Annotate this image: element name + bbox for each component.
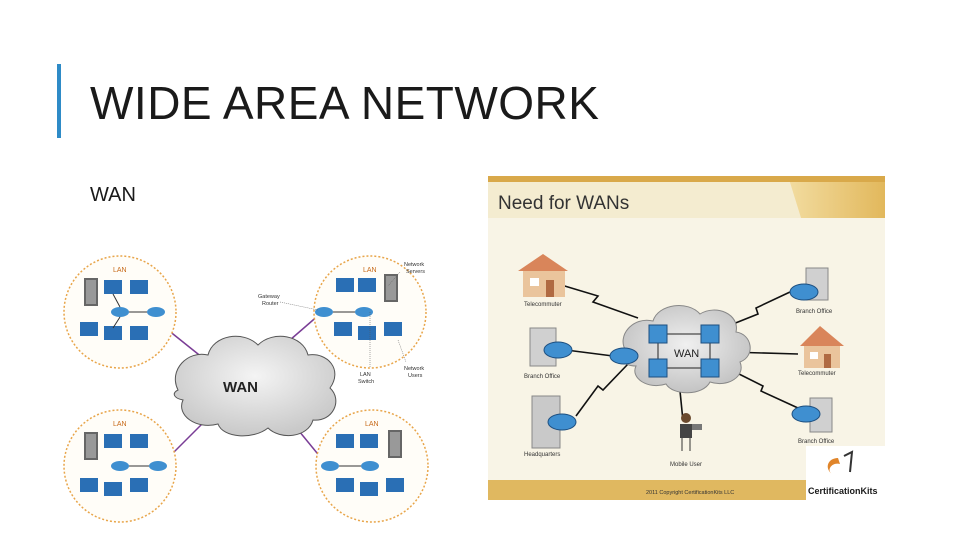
lan-switch-label-1: LAN	[360, 372, 371, 378]
gateway-router-label-2: Router	[262, 301, 279, 307]
network-servers-label-1: Network	[404, 262, 424, 268]
lan-group-top-left: LAN	[63, 255, 177, 369]
title-accent-bar	[57, 64, 61, 138]
wan-switch-icon	[700, 358, 720, 378]
footer-bar	[488, 480, 885, 500]
house-icon	[518, 254, 568, 297]
wan-cloud-label: WAN	[674, 348, 699, 360]
wan-switch-icon	[648, 358, 668, 378]
wan-switch-icon	[648, 324, 668, 344]
lan-group-bottom-left: LAN	[63, 409, 177, 523]
lan-wan-diagram: WAN LAN LAN LAN LAN	[63, 255, 429, 523]
certificationkits-logo: CertificationKits	[806, 446, 885, 500]
network-servers-label-2: Servers	[406, 269, 425, 275]
copyright-text: 2011 Copyright CertificationKits LLC	[646, 490, 734, 496]
slide-title: WIDE AREA NETWORK	[90, 77, 600, 129]
logo-text: CertificationKits	[808, 486, 878, 496]
wan-cloud-label: WAN	[223, 379, 258, 396]
telecommuter-left-label: Telecommuter	[524, 302, 562, 308]
wan-connections	[547, 280, 799, 422]
branch-office-left-label: Branch Office	[524, 374, 561, 380]
house-icon	[800, 326, 844, 368]
building-icon	[789, 267, 829, 301]
lan-label: LAN	[365, 421, 379, 428]
lan-switch-label-2: Switch	[358, 379, 374, 385]
wan-cloud	[173, 335, 337, 437]
headquarters-building-icon	[531, 395, 577, 449]
mobile-user-icon	[680, 413, 702, 451]
mobile-user-label: Mobile User	[670, 462, 702, 468]
router-icon	[609, 347, 639, 365]
lan-group-bottom-right: LAN	[315, 409, 429, 523]
building-icon	[791, 397, 833, 433]
lan-label: LAN	[113, 421, 127, 428]
header-accent	[788, 176, 885, 218]
slide-subtitle: WAN	[90, 184, 136, 206]
headquarters-label: Headquarters	[524, 452, 560, 458]
building-icon	[529, 327, 573, 367]
need-for-wans-diagram: Need for WANs WAN Telecommuter Branch Of…	[488, 176, 885, 500]
branch-office-bottom-right-label: Branch Office	[798, 439, 835, 445]
network-users-label-1: Network	[404, 366, 424, 372]
branch-office-top-right-label: Branch Office	[796, 309, 833, 315]
lan-label: LAN	[363, 267, 377, 274]
header-band	[488, 176, 801, 218]
network-users-label-2: Users	[408, 373, 423, 379]
gateway-router-label-1: Gateway	[258, 294, 280, 300]
telecommuter-right-label: Telecommuter	[798, 371, 836, 377]
wan-switch-icon	[700, 324, 720, 344]
diagram-heading: Need for WANs	[498, 193, 629, 214]
lan-label: LAN	[113, 267, 127, 274]
